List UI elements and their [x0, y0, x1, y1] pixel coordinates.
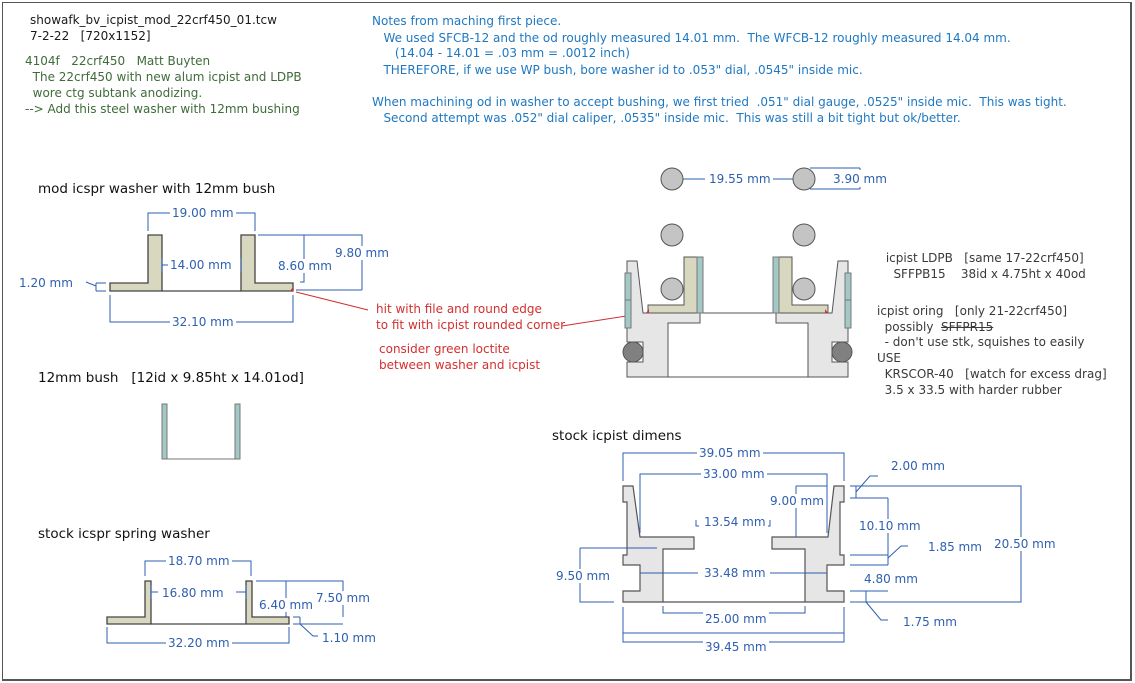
parts-note-line: possibly	[877, 320, 942, 334]
job-note-line: --> Add this steel washer with 12mm bush…	[25, 102, 300, 116]
ball	[792, 223, 816, 247]
dim-base: 1.75 mm	[901, 615, 959, 629]
dim-top-width: 19.00 mm	[170, 206, 236, 220]
dim-flange-thickness: 1.10 mm	[320, 631, 378, 645]
bush-shape	[161, 403, 241, 460]
mod-washer-dims	[85, 212, 363, 323]
ball	[660, 277, 684, 301]
stock-washer-title: stock icspr spring washer	[38, 526, 210, 542]
loctite-note: between washer and icpist	[379, 358, 541, 372]
parts-note-line: icpist LDPB [same 17-22crf450]	[882, 251, 1084, 265]
machining-note-line: Notes from maching first piece.	[372, 14, 562, 28]
machining-note-line: When machining od in washer to accept bu…	[372, 95, 1067, 109]
assembly-dims	[683, 167, 861, 190]
assembly-shape	[622, 167, 853, 378]
filename-label: showafk_bv_icpist_mod_22crf450_01.tcw	[30, 13, 277, 27]
ball	[660, 223, 684, 247]
dim-inner-width: 14.00 mm	[168, 258, 234, 272]
dim-top-width: 18.70 mm	[166, 554, 232, 568]
dim-upper-height: 10.10 mm	[857, 519, 923, 533]
dim-mid-width: 33.48 mm	[702, 566, 768, 580]
machining-note-line: Second attempt was .052" dial caliper, .…	[372, 111, 961, 125]
parts-note-line: 3.5 x 33.5 with harder rubber	[877, 383, 1062, 397]
job-note-line: The 22crf450 with new alum icpist and LD…	[25, 70, 302, 84]
dim-inner-height: 8.60 mm	[276, 259, 334, 273]
dim-ball-diameter: 3.90 mm	[833, 172, 887, 186]
parts-note-line: SFFPB15 38id x 4.75ht x 40od	[882, 267, 1086, 281]
dim-total-height: 7.50 mm	[314, 591, 372, 605]
dim-bore-bottom: 25.00 mm	[703, 612, 769, 626]
dim-lip-height: 9.00 mm	[768, 494, 826, 508]
date-label: 7-2-22 [720x1152]	[30, 29, 151, 43]
dim-groove: 4.80 mm	[862, 572, 920, 586]
job-note-line: 4104f 22crf450 Matt Buyten	[25, 54, 211, 68]
machining-note-line: THEREFORE, if we use WP bush, bore washe…	[372, 63, 863, 77]
dim-bore-top: 13.54 mm	[702, 515, 768, 529]
mod-washer-title: mod icspr washer with 12mm bush	[38, 181, 276, 197]
dim-top-inner: 33.00 mm	[701, 467, 767, 481]
dim-inner-width: 16.80 mm	[160, 586, 226, 600]
bush-title: 12mm bush [12id x 9.85ht x 14.01od]	[38, 370, 304, 386]
machining-note-line: We used SFCB-12 and the od roughly measu…	[372, 31, 1011, 45]
stock-icpist-title: stock icpist dimens	[552, 428, 682, 444]
file-edge-note: hit with file and round edge	[376, 302, 542, 316]
dim-overall-width: 32.20 mm	[166, 636, 232, 650]
dim-overall-width: 32.10 mm	[170, 315, 236, 329]
struck-part-number: SFFPR15	[941, 320, 994, 334]
dim-top-lip: 2.00 mm	[889, 459, 947, 473]
dim-total-height: 9.80 mm	[333, 246, 391, 260]
loctite-note: consider green loctite	[379, 342, 510, 356]
stock-washer-shape	[106, 580, 290, 625]
dim-step: 1.85 mm	[926, 540, 984, 554]
oring	[831, 341, 853, 363]
dim-top-outer: 39.05 mm	[697, 446, 763, 460]
parts-note-line: - don't use stk, squishes to easily	[877, 335, 1085, 349]
ball	[792, 277, 816, 301]
dim-total-height: 20.50 mm	[992, 537, 1058, 551]
dim-inner-height: 6.40 mm	[257, 598, 315, 612]
dim-flange-thickness: 1.20 mm	[17, 276, 75, 290]
job-note-line: wore ctg subtank anodizing.	[25, 86, 203, 100]
machining-note-line: (14.04 - 14.01 = .03 mm = .0012 inch)	[372, 46, 630, 60]
mod-washer-shape	[109, 234, 294, 292]
file-edge-note: to fit with icpist rounded corner	[376, 318, 566, 332]
parts-note-line: KRSCOR-40 [watch for excess drag]	[877, 367, 1107, 381]
dim-ball-spacing: 19.55 mm	[707, 172, 773, 186]
corner-mark	[290, 287, 293, 291]
parts-note-line: USE	[877, 351, 901, 365]
ball	[660, 167, 684, 191]
parts-note-line: icpist oring [only 21-22crf450]	[877, 304, 1068, 318]
oring	[622, 341, 644, 363]
ball	[792, 167, 816, 191]
dim-bottom-outer: 39.45 mm	[703, 640, 769, 654]
dim-groove-height: 9.50 mm	[554, 569, 612, 583]
